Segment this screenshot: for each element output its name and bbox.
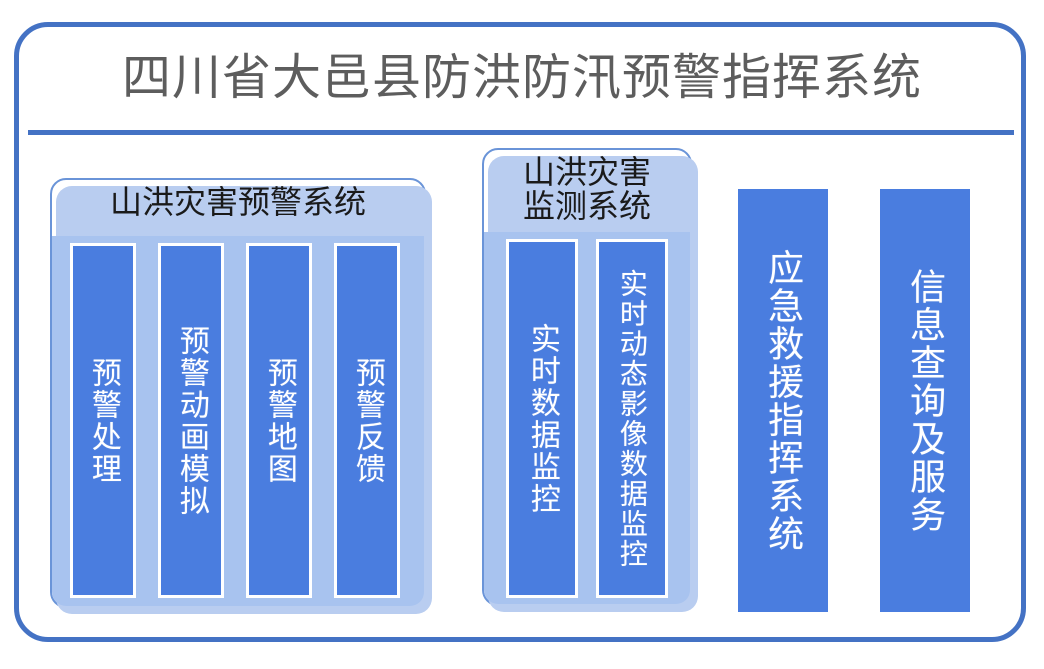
- column-label: 实时动态影像数据监控: [616, 268, 648, 569]
- page-title-text: 四川省大邑县防洪防汛预警指挥系统: [121, 51, 922, 106]
- column-realtime-data-monitoring[interactable]: 实时数据监控: [506, 239, 578, 598]
- column-information-query-and-service[interactable]: 信息查询及服务: [880, 189, 970, 612]
- column-emergency-rescue-command-system[interactable]: 应急救援指挥系统: [738, 189, 828, 612]
- column-warning-processing[interactable]: 预警处理: [70, 243, 136, 598]
- column-realtime-dynamic-image-data-monitoring[interactable]: 实时动态影像数据监控: [596, 239, 668, 598]
- column-label: 信息查询及服务: [905, 267, 947, 534]
- page-title: 四川省大邑县防洪防汛预警指挥系统: [24, 30, 1020, 128]
- column-warning-map[interactable]: 预警地图: [246, 243, 312, 598]
- column-warning-animation-simulation[interactable]: 预警动画模拟: [158, 243, 224, 598]
- column-label: 实时数据监控: [525, 322, 559, 515]
- column-label: 预警处理: [86, 356, 120, 485]
- title-divider: [28, 130, 1014, 135]
- column-label: 预警反馈: [350, 356, 384, 485]
- outer-frame: [14, 22, 1026, 642]
- column-label: 应急救援指挥系统: [763, 248, 805, 553]
- column-warning-feedback[interactable]: 预警反馈: [334, 243, 400, 598]
- column-label: 预警动画模拟: [174, 324, 208, 517]
- column-label: 预警地图: [262, 356, 296, 485]
